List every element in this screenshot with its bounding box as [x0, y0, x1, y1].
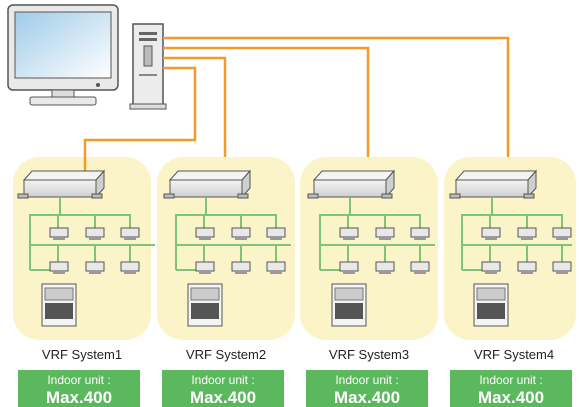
indoor-unit-label: Indoor unit :: [47, 373, 111, 387]
system2-indoor-badge: Indoor unit : Max.400: [162, 370, 284, 407]
condenser-icon: [187, 283, 223, 327]
controller-tower-icon: [129, 23, 167, 110]
indoor-cassette-icon: [410, 261, 430, 274]
indoor-cassette-icon: [231, 261, 251, 274]
system2-label: VRF System2: [185, 347, 267, 362]
system4-label: VRF System4: [473, 347, 555, 362]
system3-equipment: [307, 169, 435, 327]
indoor-unit-max: Max.400: [189, 388, 257, 407]
outdoor-unit-icon: [163, 169, 252, 199]
indoor-cassette-icon: [410, 227, 430, 240]
indoor-cassette-icon: [85, 227, 105, 240]
indoor-cassette-icon: [552, 261, 572, 274]
indoor-cassette-icon: [195, 261, 215, 274]
system2-equipment: [163, 169, 291, 327]
indoor-unit-label: Indoor unit :: [335, 373, 399, 387]
condenser-icon: [41, 283, 77, 327]
outdoor-unit-icon: [17, 169, 106, 199]
vrf-network-diagram: [7, 4, 576, 340]
indoor-unit-label: Indoor unit :: [479, 373, 543, 387]
indoor-cassette-icon: [375, 227, 395, 240]
indoor-cassette-icon: [266, 227, 286, 240]
monitor-icon: [7, 4, 119, 106]
indoor-cassette-icon: [517, 261, 537, 274]
condenser-icon: [331, 283, 367, 327]
indoor-cassette-icon: [339, 261, 359, 274]
indoor-cassette-icon: [49, 227, 69, 240]
outdoor-unit-icon: [449, 169, 538, 199]
indoor-cassette-icon: [120, 227, 140, 240]
system1-equipment: [17, 169, 155, 327]
indoor-cassette-icon: [481, 227, 501, 240]
system1-label: VRF System1: [41, 347, 123, 362]
outdoor-unit-icon: [307, 169, 396, 199]
indoor-unit-label: Indoor unit :: [191, 373, 255, 387]
indoor-cassette-icon: [339, 227, 359, 240]
system4-indoor-badge: Indoor unit : Max.400: [450, 370, 572, 407]
indoor-cassette-icon: [552, 227, 572, 240]
indoor-cassette-icon: [120, 261, 140, 274]
indoor-cassette-icon: [85, 261, 105, 274]
indoor-unit-max: Max.400: [333, 388, 401, 407]
network-lines: [83, 36, 510, 172]
indoor-unit-max: Max.400: [45, 388, 113, 407]
system4-equipment: [449, 169, 572, 327]
indoor-cassette-icon: [266, 261, 286, 274]
condenser-icon: [473, 283, 509, 327]
indoor-cassette-icon: [481, 261, 501, 274]
system3-indoor-badge: Indoor unit : Max.400: [306, 370, 428, 407]
system3-label: VRF System3: [328, 347, 410, 362]
indoor-cassette-icon: [231, 227, 251, 240]
indoor-cassette-icon: [375, 261, 395, 274]
indoor-cassette-icon: [517, 227, 537, 240]
indoor-unit-max: Max.400: [477, 388, 545, 407]
indoor-cassette-icon: [49, 261, 69, 274]
indoor-cassette-icon: [195, 227, 215, 240]
system1-indoor-badge: Indoor unit : Max.400: [18, 370, 140, 407]
